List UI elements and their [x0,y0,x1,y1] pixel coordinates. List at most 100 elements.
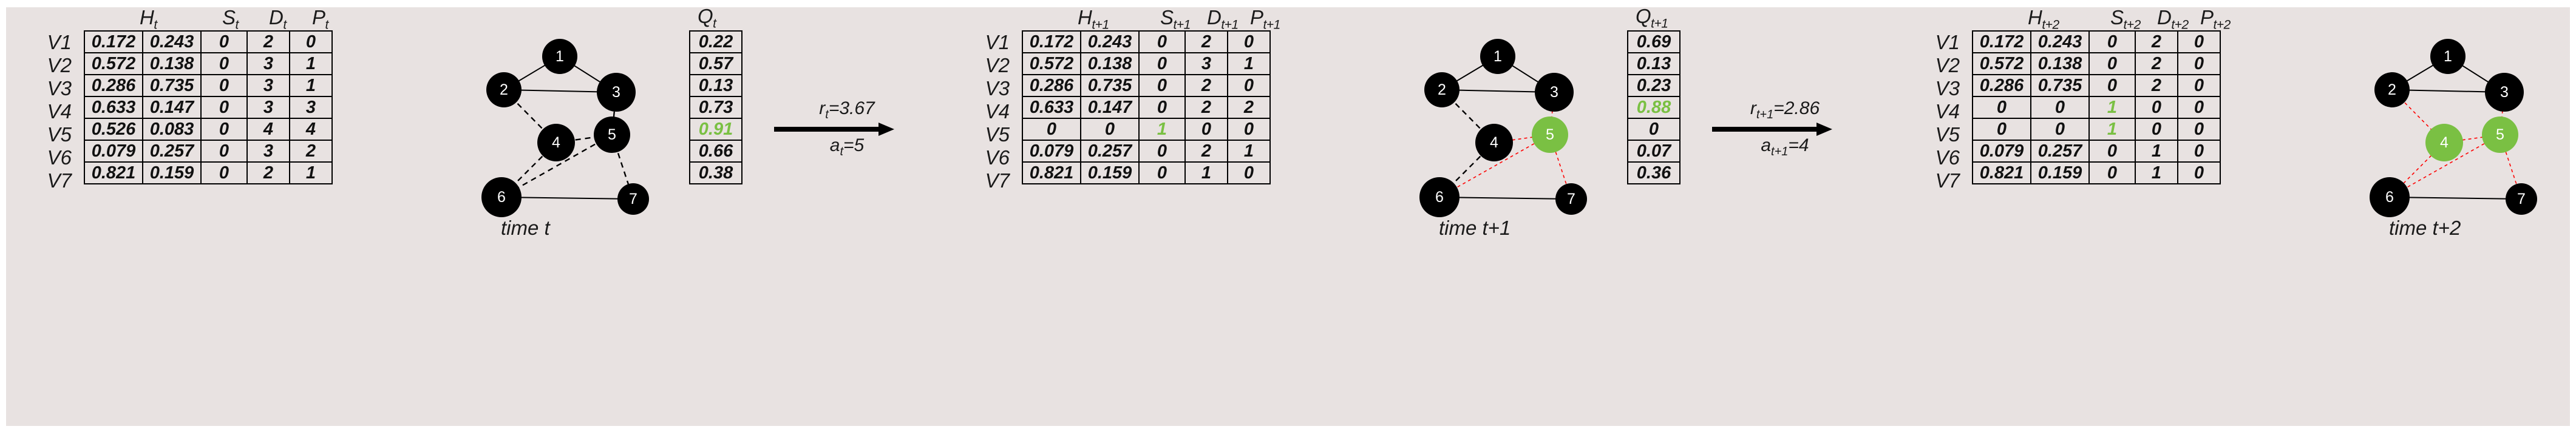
graph-node-4[interactable]: 4 [2425,124,2463,161]
graph-node-6[interactable]: 6 [1419,177,1460,217]
cell-d: 1 [2135,140,2178,163]
row-label-v3: V3 [985,77,1010,100]
row-label-v6: V6 [47,146,72,169]
graph-node-1[interactable]: 1 [1480,39,1515,74]
graph-node-5[interactable]: 5 [594,116,630,153]
cell-h2: 0.147 [142,96,202,119]
cell-p: 0 [2177,30,2221,53]
cell-s: 0 [200,96,248,119]
q-cell: 0.66 [689,140,743,163]
cell-s: 1 [2088,96,2136,119]
row-label-v4: V4 [985,100,1010,123]
q-cell: 0 [1627,118,1681,141]
q-cell: 0.91 [689,118,743,141]
graph-node-7[interactable]: 7 [1555,183,1587,215]
cell-h1: 0.633 [1022,96,1081,119]
row-label-v4: V4 [47,100,72,123]
cell-h1: 0.526 [84,118,143,141]
q-cell: 0.38 [689,161,743,184]
cell-d: 2 [2135,74,2178,97]
graph-node-1[interactable]: 1 [542,39,577,74]
edge-6-7 [2389,197,2522,200]
graph-node-5[interactable]: 5 [1532,116,1568,153]
q-row: 0.07 [1627,140,1681,163]
graph-node-3[interactable]: 3 [1535,73,1574,112]
cell-s: 0 [200,161,248,184]
graph-node-6[interactable]: 6 [481,177,522,217]
q-row: 0.91 [689,118,743,141]
header-p-t: Pt [312,6,328,32]
cell-h2: 0.138 [2030,52,2090,75]
cell-h1: 0.079 [1022,140,1081,163]
graph-node-6[interactable]: 6 [2370,177,2410,217]
cell-h2: 0 [2030,96,2090,119]
cell-h2: 0.159 [2030,161,2090,184]
cell-s: 0 [2088,161,2136,184]
cell-p: 2 [289,140,333,163]
cell-d: 1 [2135,161,2178,184]
cell-h2: 0.257 [1080,140,1140,163]
cell-d: 2 [1184,140,1228,163]
graph-node-3[interactable]: 3 [597,73,636,112]
cell-h1: 0 [1972,118,2031,141]
cell-p: 1 [1227,52,1271,75]
graph-node-4[interactable]: 4 [537,124,575,161]
cell-p: 0 [2177,118,2221,141]
cell-s: 0 [1138,74,1186,97]
cell-s: 0 [1138,96,1186,119]
row-label-v1: V1 [47,31,72,53]
q-row: 0.73 [689,96,743,119]
cell-h1: 0.821 [1972,161,2031,184]
graph-node-2[interactable]: 2 [1424,72,1460,107]
row-label-v7: V7 [1935,169,1960,192]
cell-p: 1 [289,74,333,97]
graph-node-2[interactable]: 2 [486,72,522,107]
graph-node-1[interactable]: 1 [2430,39,2466,74]
cell-h2: 0 [2030,118,2090,141]
arrow-shaft-0 [774,122,920,136]
cell-h1: 0.079 [84,140,143,163]
cell-h1: 0.286 [1022,74,1081,97]
graph-node-7[interactable]: 7 [2506,183,2537,215]
graph-node-3[interactable]: 3 [2485,73,2524,112]
action-label-1: at+1=4 [1761,135,1809,158]
header-s-t: St [222,6,239,32]
cell-h2: 0.147 [1080,96,1140,119]
cell-s: 0 [1138,30,1186,53]
cell-h2: 0.243 [2030,30,2090,53]
cell-p: 0 [2177,52,2221,75]
q-cell: 0.36 [1627,161,1681,184]
cell-s: 0 [2088,74,2136,97]
graph-node-4[interactable]: 4 [1475,124,1513,161]
cell-d: 1 [1184,161,1228,184]
cell-p: 0 [289,30,333,53]
header-h-t+2: Ht+2 [2028,6,2059,32]
q-row: 0.66 [689,140,743,163]
q-cell: 0.13 [1627,52,1681,75]
cell-p: 0 [1227,118,1271,141]
cell-s: 0 [200,118,248,141]
cell-d: 2 [1184,30,1228,53]
q-cell: 0.07 [1627,140,1681,163]
graph-node-2[interactable]: 2 [2374,72,2410,107]
graph-node-7[interactable]: 7 [617,183,649,215]
q-row: 0.38 [689,161,743,184]
cell-h2: 0 [1080,118,1140,141]
graph-node-5[interactable]: 5 [2482,116,2518,153]
cell-s: 0 [2088,52,2136,75]
cell-h1: 0.172 [84,30,143,53]
cell-h1: 0.572 [1972,52,2031,75]
cell-h2: 0.083 [142,118,202,141]
header-d-t+1: Dt+1 [1207,6,1239,32]
q-cell: 0.73 [689,96,743,119]
